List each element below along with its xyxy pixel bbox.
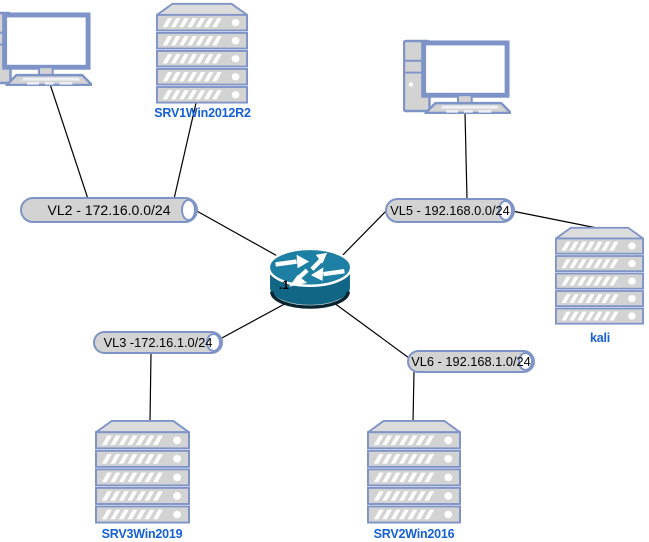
link-vl6-srv2 [412,371,415,423]
link-vl3-srv3 [149,352,152,423]
segment-vl5[interactable]: VL5 - 192.168.0.0/24 [385,198,515,223]
link-srv1-vl2 [173,102,197,200]
node-label-srv2: SRV2Win2016 [373,527,455,541]
node-server-srv1[interactable] [156,2,248,105]
link-vl3-router [219,299,293,340]
node-server-kali[interactable] [555,226,644,326]
segment-vl5-label: VL5 - 192.168.0.0/24 [390,203,510,218]
link-vl5-kali [511,210,603,230]
segment-end-cap [518,352,533,371]
router-interface-label: .1 [279,278,290,292]
link-pcright-vl5 [464,111,468,200]
node-workstation-left[interactable] [0,11,92,86]
segment-vl2-label: VL2 - 172.16.0.0/24 [47,202,171,218]
node-label-kali: kali [589,331,611,345]
segment-end-cap [206,333,221,352]
node-router[interactable]: .1 [266,247,354,309]
node-server-srv3[interactable] [95,419,190,525]
workstation-icon [0,11,92,86]
link-vl2-router [194,209,289,263]
link-pcleft-vl2 [49,83,89,200]
link-vl6-router [329,299,410,359]
server-icon [95,419,190,525]
segment-end-cap [498,200,513,221]
server-icon [367,419,461,525]
node-server-srv2[interactable] [367,419,461,525]
workstation-icon [403,39,511,114]
server-icon [156,2,248,105]
segment-vl6[interactable]: VL6 - 192.168.1.0/24 [407,350,535,373]
link-vl5-router [335,209,388,263]
segment-vl6-label: VL6 - 192.168.1.0/24 [411,354,531,369]
segment-end-cap [181,199,196,221]
segment-vl3[interactable]: VL3 -172.16.1.0/24 [93,331,223,354]
server-icon [555,226,644,326]
segment-vl3-label: VL3 -172.16.1.0/24 [103,335,213,350]
node-label-srv3: SRV3Win2019 [101,527,183,541]
node-label-srv1: SRV1Win2012R2 [154,106,251,120]
node-workstation-right[interactable] [403,39,511,114]
segment-vl2[interactable]: VL2 - 172.16.0.0/24 [20,197,198,223]
